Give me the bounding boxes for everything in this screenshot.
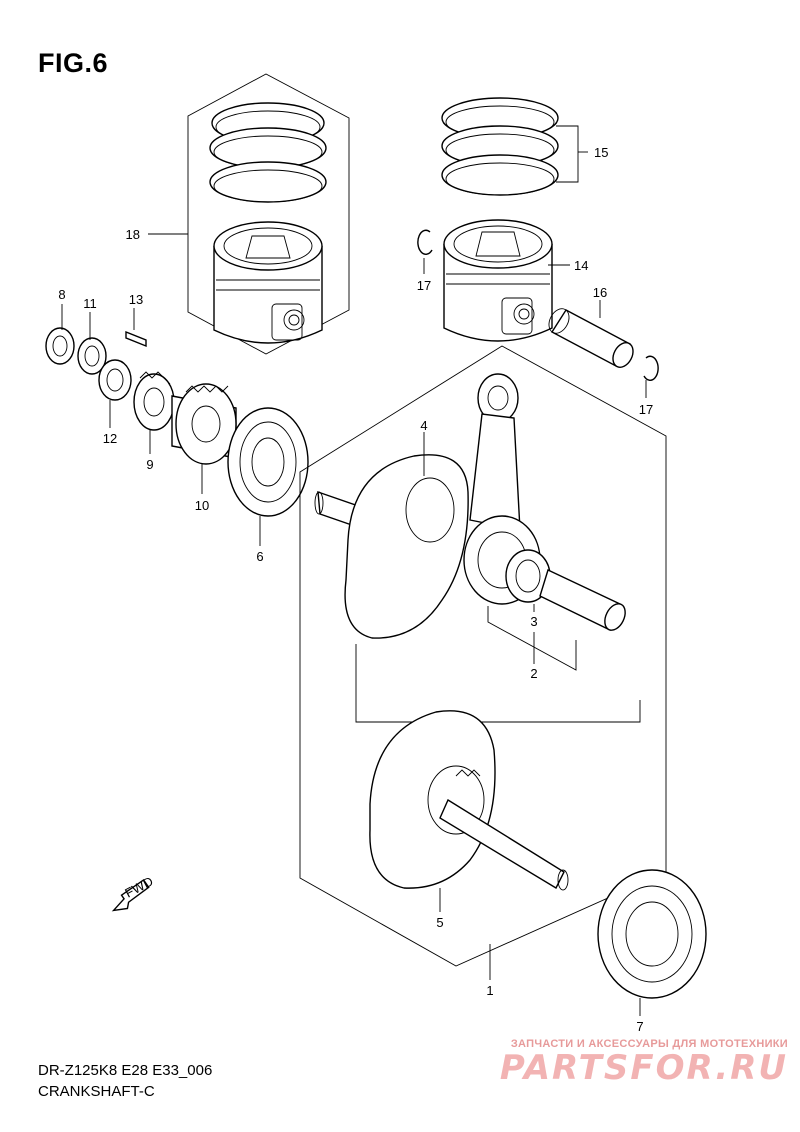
gear-9 [133,371,175,431]
callout-3: 3 [530,614,537,629]
watermark-brand: PARTSFOR.RU [499,1048,788,1088]
fwd-arrow-icon: FWD [111,874,156,912]
circlip-17-right [643,355,659,381]
piston-rings-15 [441,97,559,196]
callout-15: 15 [594,145,608,160]
piston-ring-set-18 [209,102,327,203]
fwd-label: FWD [122,874,155,901]
leader-lines [61,125,647,1016]
callout-13: 13 [129,292,143,307]
key-13 [125,330,147,348]
callout-11: 11 [83,296,97,311]
callout-8: 8 [58,287,65,302]
piston-18 [213,221,323,344]
gear-10 [171,383,237,465]
crank-web-4 [314,454,469,639]
crank-pin-2 [539,569,626,631]
pin-bracket [487,606,577,671]
callout-1: 1 [486,983,493,998]
callout-16: 16 [593,285,607,300]
callout-17-right: 17 [639,402,653,417]
callout-14: 14 [574,258,588,273]
bearing-7 [597,869,707,999]
callout-17-left: 17 [417,278,431,293]
callout-9: 9 [146,457,153,472]
callout-5: 5 [436,915,443,930]
oil-seal-8 [45,327,75,365]
circlip-17-left [417,229,433,255]
watermark-tagline: ЗАПЧАСТИ И АКСЕССУАРЫ ДЛЯ МОТОТЕХНИКИ [510,1038,788,1050]
callout-4: 4 [420,418,427,433]
figure-title: FIG.6 [38,48,109,78]
callout-7: 7 [636,1019,643,1034]
callout-2: 2 [530,666,537,681]
callout-12: 12 [103,431,117,446]
bearing-6 [227,407,309,517]
crank-web-5 [369,710,569,891]
piston-14 [443,219,553,342]
piston-kit-frame [187,73,350,355]
connecting-rod-4 [463,373,541,605]
callout-10: 10 [195,498,209,513]
callout-6: 6 [256,549,263,564]
callout-18: 18 [126,227,140,242]
piston-pin-16 [548,308,634,368]
model-code: DR-Z125K8 E28 E33_006 [38,1062,213,1079]
washer-12 [98,359,132,401]
spacer-11 [77,337,107,375]
section-name: CRANKSHAFT-C [38,1083,155,1100]
assembly-guide [355,644,641,723]
watermark: ЗАПЧАСТИ И АКСЕССУАРЫ ДЛЯ МОТОТЕХНИКИ PA… [488,1038,788,1088]
